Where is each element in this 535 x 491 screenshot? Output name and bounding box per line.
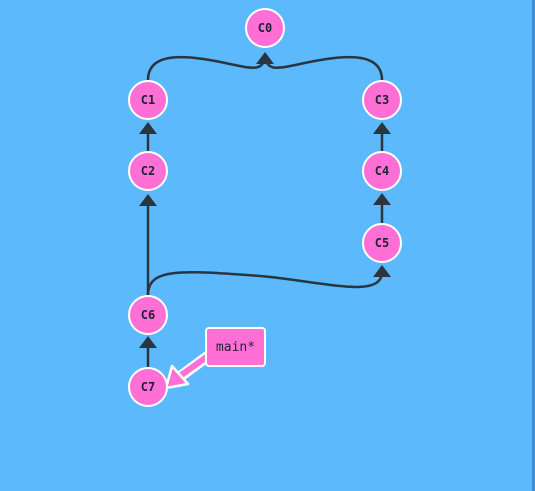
branch-pointer-head <box>164 364 190 390</box>
arrowhead-c4 <box>373 193 391 205</box>
commit-node-c7[interactable]: C7 <box>128 367 168 407</box>
commit-label-c7: C7 <box>140 380 156 394</box>
commit-label-c6: C6 <box>140 308 156 322</box>
commit-node-c2[interactable]: C2 <box>128 151 168 191</box>
branch-tag-main[interactable]: main* <box>205 327 266 367</box>
commit-node-c6[interactable]: C6 <box>128 295 168 335</box>
arrowhead-c6 <box>139 336 157 348</box>
arrowhead-c1 <box>139 122 157 134</box>
arrowhead-c5 <box>373 265 391 277</box>
commit-label-c2: C2 <box>140 164 156 178</box>
commit-node-c3[interactable]: C3 <box>362 80 402 120</box>
arrowhead-c2 <box>139 194 157 206</box>
commit-label-c4: C4 <box>374 164 390 178</box>
edge-c3-c0 <box>263 55 384 81</box>
edge-c1-c0 <box>146 55 267 81</box>
commit-label-c0: C0 <box>257 21 273 35</box>
arrowhead-c0 <box>256 52 274 64</box>
commit-node-c1[interactable]: C1 <box>128 80 168 120</box>
commit-label-c3: C3 <box>374 93 390 107</box>
branch-tag-label: main* <box>215 339 256 355</box>
edge-c6-c5 <box>146 271 384 296</box>
commit-label-c5: C5 <box>374 236 390 250</box>
arrowhead-c3 <box>373 122 391 134</box>
commit-node-c4[interactable]: C4 <box>362 151 402 191</box>
branch-pointer-shaft-fill <box>177 353 211 379</box>
window-right-border <box>532 0 535 491</box>
commit-label-c1: C1 <box>140 93 156 107</box>
commit-node-c5[interactable]: C5 <box>362 223 402 263</box>
commit-node-c0[interactable]: C0 <box>245 8 285 48</box>
